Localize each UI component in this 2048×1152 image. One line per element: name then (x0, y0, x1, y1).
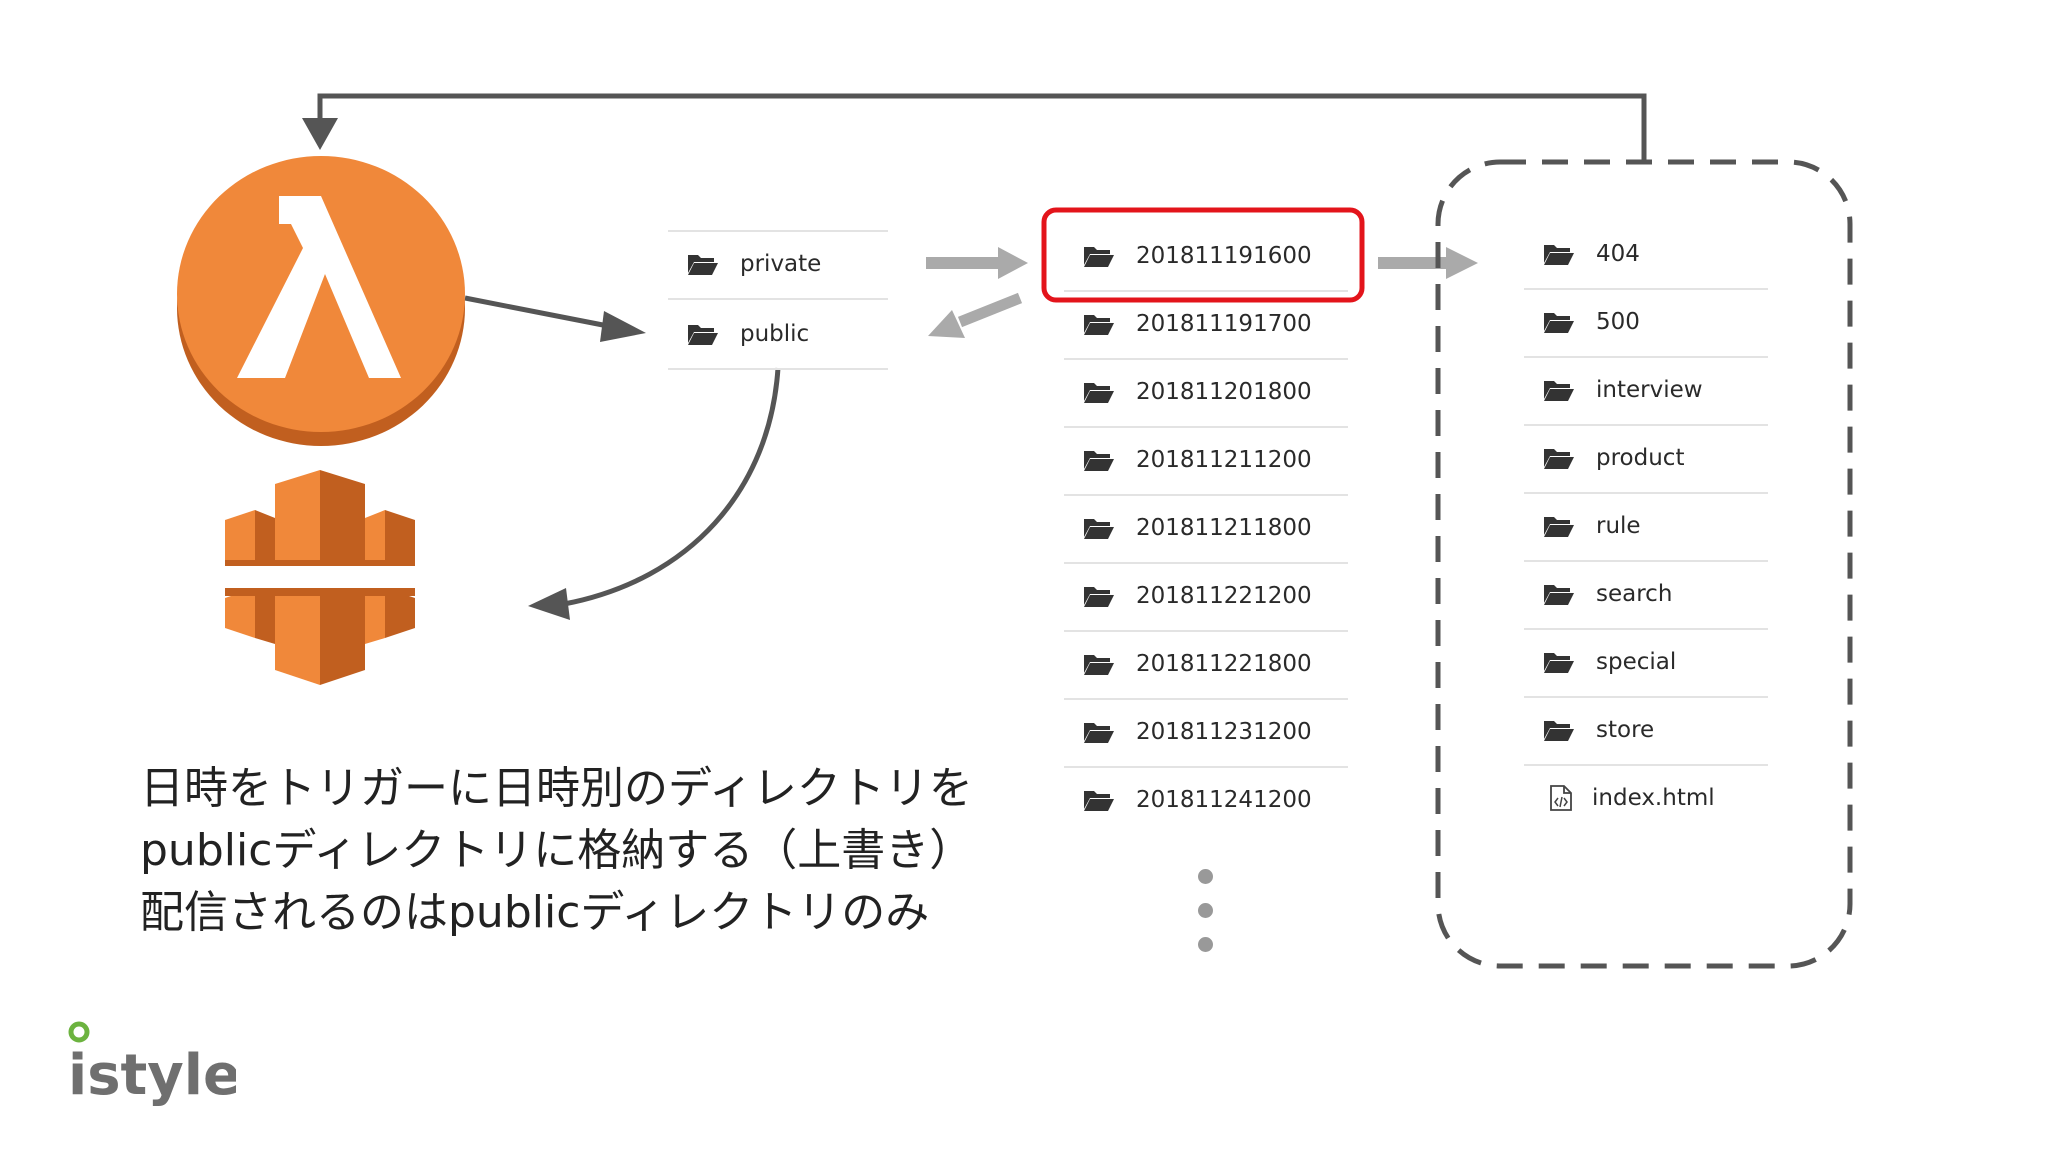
folder-row: 500 (1524, 288, 1768, 358)
folder-icon (1544, 381, 1574, 401)
folder-label: store (1596, 717, 1655, 743)
private-to-timestamps-arrow-head (998, 247, 1028, 279)
folder-icon (1544, 585, 1574, 605)
folder-icon (1084, 519, 1114, 539)
timestamps-to-public-arrow-head (928, 310, 965, 338)
folder-label: interview (1596, 377, 1703, 403)
folder-icon (688, 255, 718, 275)
folder-row: interview (1524, 356, 1768, 426)
timestamp-directory-list: 201811191600 201811191700 201811201800 2… (1064, 222, 1348, 842)
folder-row: store (1524, 696, 1768, 766)
file-label: index.html (1592, 785, 1715, 811)
folder-row: 201811231200 (1064, 698, 1348, 768)
folder-icon (1544, 653, 1574, 673)
contents-group-outline (1435, 159, 1853, 969)
file-row: index.html (1524, 764, 1768, 832)
folder-row: 201811221200 (1064, 562, 1348, 632)
content-directory-list: 404 500 interview product rule search sp… (1524, 220, 1768, 840)
logo-wordmark: istyle (68, 1043, 236, 1106)
folder-row: 404 (1524, 220, 1768, 290)
aws-lambda-icon (177, 156, 465, 446)
folder-row: 201811201800 (1064, 358, 1348, 428)
folder-icon (1084, 791, 1114, 811)
caption-line: publicディレクトリに格納する（上書き） (140, 825, 974, 876)
folder-label: 201811211200 (1136, 447, 1312, 473)
folder-label: 404 (1596, 241, 1640, 267)
istyle-logo: istyle (68, 1021, 236, 1106)
folder-row: search (1524, 560, 1768, 630)
timestamp-to-contents-arrow-head (1446, 247, 1478, 279)
folder-label: 500 (1596, 309, 1640, 335)
folder-icon (688, 325, 718, 345)
ellipsis-dot (1198, 903, 1213, 918)
caption-line: 配信されるのはpublicディレクトリのみ (140, 887, 930, 938)
public-to-cloudfront-arrow (563, 367, 781, 607)
folder-row: private (668, 230, 888, 300)
folder-icon (1544, 721, 1574, 741)
folder-icon (1084, 451, 1114, 471)
folder-icon (1544, 245, 1574, 265)
folder-label: rule (1596, 513, 1641, 539)
folder-row: 201811191600 (1064, 222, 1348, 292)
folder-row: public (668, 300, 888, 370)
aws-cloudfront-icon (225, 470, 415, 685)
folder-row: rule (1524, 492, 1768, 562)
ellipsis-dot (1198, 869, 1213, 884)
folder-label: 201811201800 (1136, 379, 1312, 405)
folder-label: special (1596, 649, 1677, 675)
folder-icon (1544, 449, 1574, 469)
folder-icon (1084, 247, 1114, 267)
ellipsis-dot (1198, 937, 1213, 952)
lambda-to-dirs-arrow-head (600, 311, 646, 342)
folder-label: 201811191600 (1136, 243, 1312, 269)
folder-row: 201811221800 (1064, 630, 1348, 700)
caption-line: 日時をトリガーに日時別のディレクトリを (140, 763, 973, 814)
folder-row: 201811211800 (1064, 494, 1348, 564)
folder-label: 201811221800 (1136, 651, 1312, 677)
folder-label: 201811231200 (1136, 719, 1312, 745)
folder-icon (1084, 383, 1114, 403)
loop-arrow (317, 93, 1647, 160)
folder-icon (1084, 655, 1114, 675)
folder-row: 201811191700 (1064, 290, 1348, 360)
folder-row: product (1524, 424, 1768, 494)
folder-icon (1084, 587, 1114, 607)
folder-label: public (740, 321, 810, 347)
loop-arrow-head (302, 118, 338, 150)
root-directory-list: private public (668, 230, 888, 370)
folder-row: 201811211200 (1064, 426, 1348, 496)
folder-icon (1084, 723, 1114, 743)
folder-label: 201811211800 (1136, 515, 1312, 541)
folder-icon (1084, 315, 1114, 335)
folder-row: 201811241200 (1064, 766, 1348, 834)
folder-label: product (1596, 445, 1685, 471)
folder-label: 201811191700 (1136, 311, 1312, 337)
folder-row: special (1524, 628, 1768, 698)
folder-label: private (740, 251, 822, 277)
folder-label: 201811241200 (1136, 787, 1312, 813)
folder-icon (1544, 313, 1574, 333)
timestamps-to-public-arrow (957, 292, 1023, 328)
caption: 日時をトリガーに日時別のディレクトリを publicディレクトリに格納する（上書… (140, 758, 973, 944)
folder-label: 201811221200 (1136, 583, 1312, 609)
folder-icon (1544, 517, 1574, 537)
folder-label: search (1596, 581, 1673, 607)
lambda-to-dirs-arrow (464, 295, 609, 329)
public-to-cloudfront-arrow-head (528, 588, 570, 620)
highlight-box (1041, 207, 1365, 303)
html-file-icon (1550, 785, 1572, 811)
